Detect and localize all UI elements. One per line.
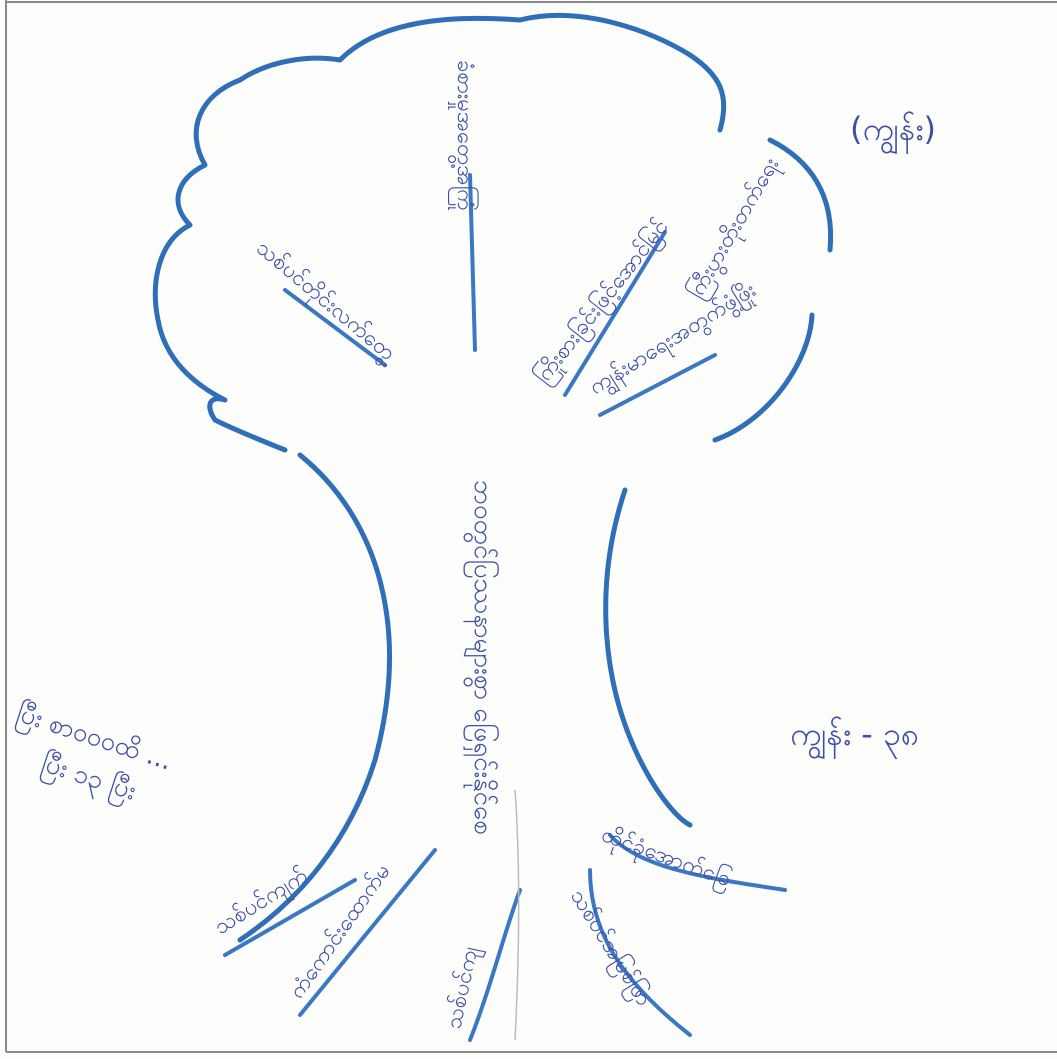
root-label-3: သစ်ပင်ကျ: [440, 944, 487, 1032]
branch-label-2: ခံစားမှုအတွေ့အကြုံ: [447, 60, 479, 211]
trunk-text: ဘဝတွင်ပြဿနာများစွာ ဖြေရှင်းနိုင်စေ: [463, 480, 501, 835]
root-label-4: သစ်ပင်အမြစ်ဖြာ: [562, 884, 659, 1013]
root-label-5: ထိုင်ခုံအောက်ခြေ: [597, 820, 736, 896]
figure-label: ကျွန်း - ၃၈: [790, 715, 919, 760]
branch-label-1: သစ်ပင်တိုင်းလက်တွေ့: [248, 235, 403, 372]
title-tag: (ကျွန်း): [850, 110, 936, 155]
branch-label-5: ကြီးပွားတိုးတက်ရေး: [682, 153, 789, 306]
canopy-right-lower-arc: [715, 315, 812, 440]
canopy-right-arc: [770, 140, 831, 250]
canopy-outline: [155, 15, 723, 450]
root-label-1: သစ်ပင်ကျက်: [209, 862, 314, 943]
trunk-left-curve: [240, 455, 389, 940]
center-pencil-line: [515, 790, 519, 1040]
trunk-right-curve: [606, 490, 690, 825]
